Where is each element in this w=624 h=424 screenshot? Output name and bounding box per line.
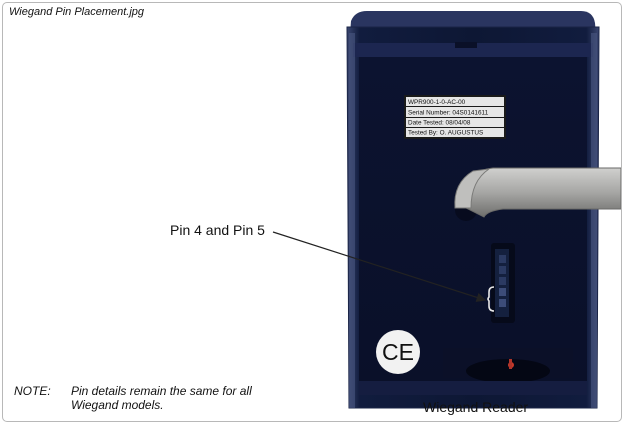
pin-label: Pin 4 and Pin 5 [170, 222, 265, 238]
bottom-wiring [359, 348, 587, 395]
device-label: WPR900-1-0-AC-00 Serial Number: 04S01416… [404, 95, 506, 139]
label-line-serial: Serial Number: 04S0141611 [408, 110, 489, 117]
label-line-date: Date Tested: 08/04/08 [408, 120, 471, 127]
note-text: Pin details remain the same for all Wieg… [71, 384, 252, 412]
pin-arrow [272, 231, 487, 303]
label-line-model: WPR900-1-0-AC-00 [408, 99, 466, 106]
image-caption: Wiegand Reader [423, 399, 529, 415]
ce-mark-text: CE [382, 339, 414, 365]
label-line-tester: Tested By: O. AUGUSTUS [408, 130, 483, 137]
pin-connector [487, 243, 515, 323]
reader-cable [454, 167, 621, 221]
note-key: NOTE: [14, 384, 51, 398]
top-ledge [353, 43, 593, 57]
wiegand-reader-photo: WPR900-1-0-AC-00 Serial Number: 04S01416… [272, 11, 621, 409]
image-filename: Wiegand Pin Placement.jpg [9, 6, 145, 18]
ce-mark: CE [376, 330, 420, 374]
